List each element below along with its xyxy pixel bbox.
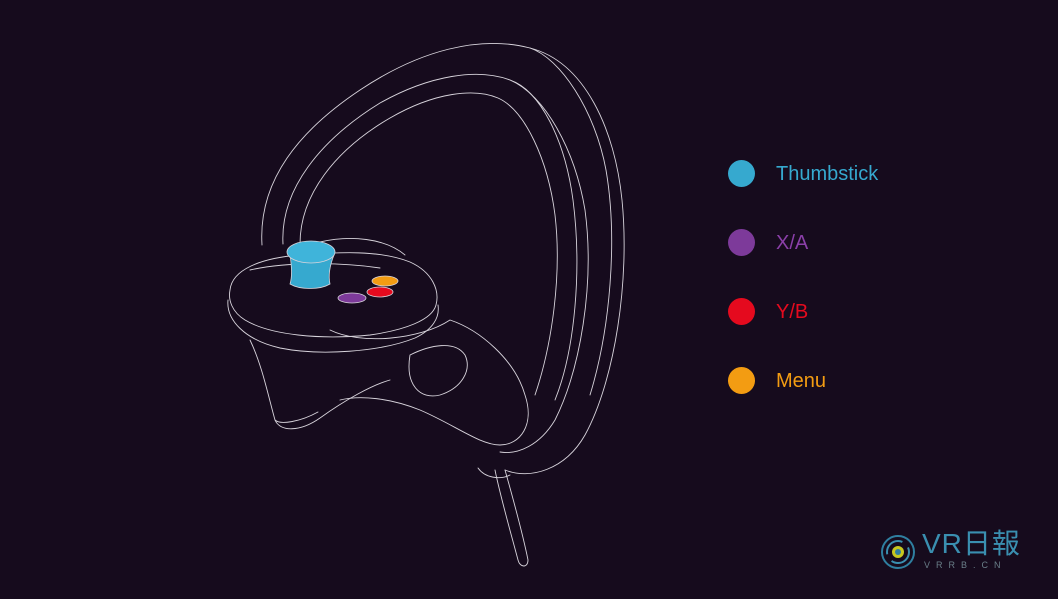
vr-logo-icon — [881, 535, 915, 569]
watermark-brand: VR日報 — [922, 528, 1021, 559]
grip-trigger — [408, 345, 468, 397]
tracking-ring-edge-2 — [509, 79, 578, 401]
legend-item-menu: Menu — [728, 367, 968, 436]
lower-grip — [249, 339, 391, 430]
watermark: VR日報 VRRB.CN — [878, 528, 1048, 576]
tracking-ring-edge-1 — [529, 47, 613, 396]
lower-grip-2 — [274, 411, 319, 423]
legend-label-thumbstick: Thumbstick — [776, 163, 879, 185]
legend-item-x-a: X/A — [728, 229, 968, 298]
controller-head-top — [229, 252, 438, 338]
tracking-ring-inner — [282, 73, 589, 453]
legend-label-menu: Menu — [776, 370, 827, 392]
y-b-dot-icon — [728, 298, 755, 325]
legend-item-y-b: Y/B — [728, 298, 968, 367]
thumbstick-dot-icon — [728, 160, 755, 187]
legend: Thumbstick X/A Y/B Menu — [728, 160, 968, 436]
tracking-ring-inner-2 — [299, 92, 558, 396]
y-b-button — [366, 286, 394, 298]
watermark-domain: VRRB.CN — [924, 560, 1007, 570]
x-a-dot-icon — [728, 229, 755, 256]
lanyard — [494, 469, 529, 567]
controller-head-shoulder — [319, 238, 406, 256]
tracking-ring-outer — [261, 43, 625, 475]
controller-head-rim — [227, 299, 439, 353]
thumbstick — [286, 240, 336, 289]
menu-dot-icon — [728, 367, 755, 394]
legend-item-thumbstick: Thumbstick — [728, 160, 968, 229]
handle-body — [329, 319, 529, 446]
thumbstick-cap — [286, 240, 336, 264]
thumbstick-shaft — [289, 254, 335, 289]
lanyard-base — [477, 467, 511, 479]
x-a-button — [337, 292, 367, 304]
menu-button — [371, 275, 399, 287]
legend-label-x-a: X/A — [776, 232, 809, 254]
legend-label-y-b: Y/B — [776, 301, 809, 323]
